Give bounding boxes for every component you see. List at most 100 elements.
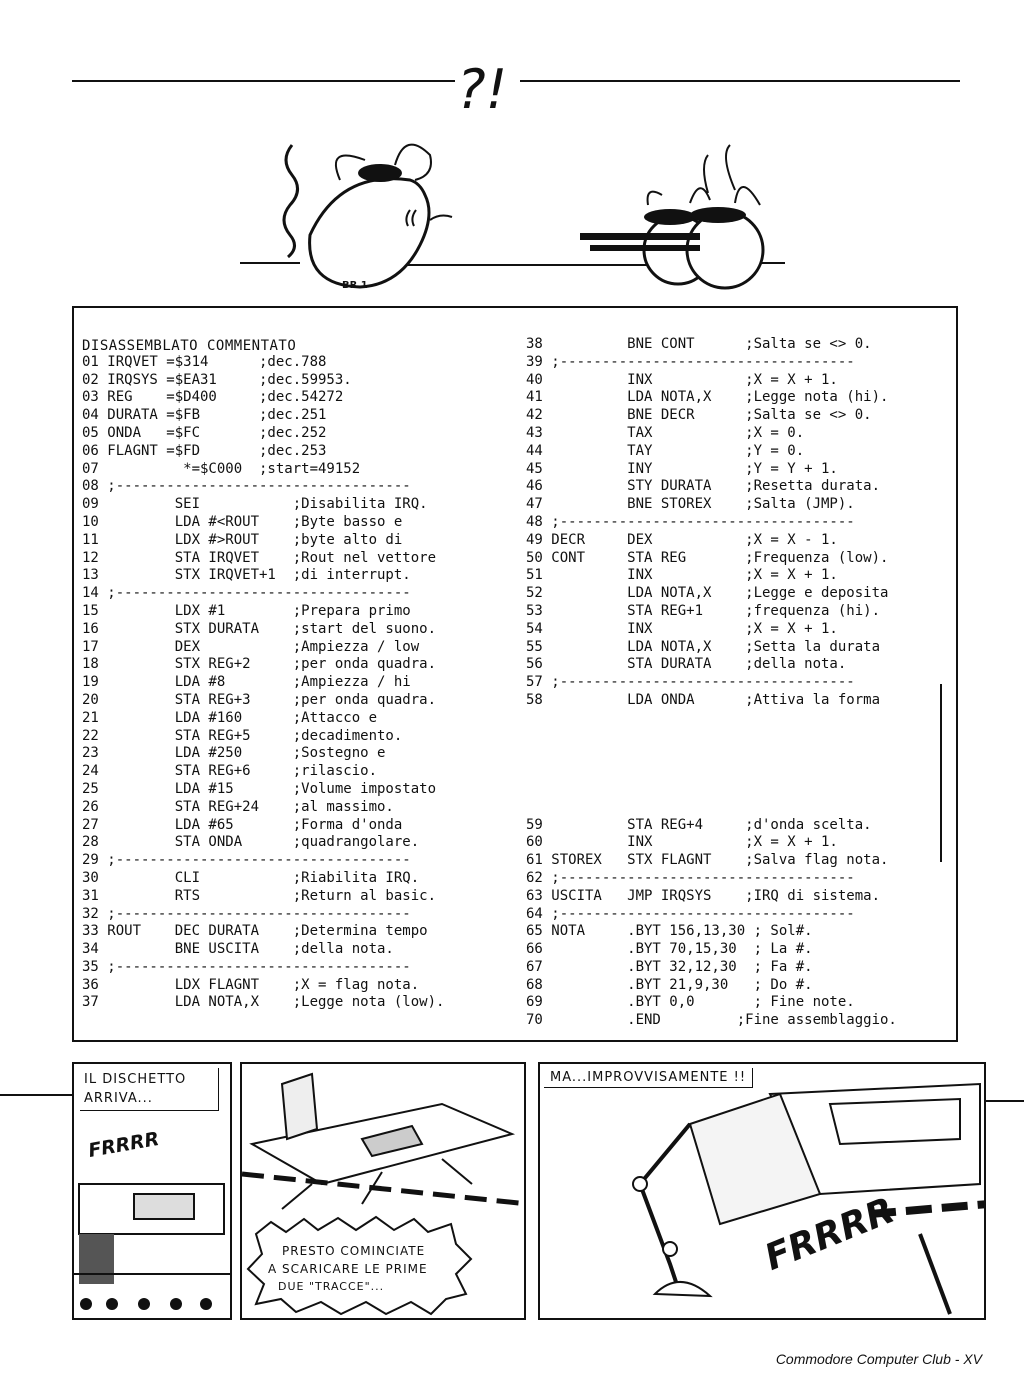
disk-drive-arm-drawing bbox=[632, 1082, 984, 1315]
listing-line: 17 DEX ;Ampiezza / low bbox=[82, 638, 420, 655]
strip-rule-right bbox=[985, 1100, 1024, 1102]
floppy-ship-drawing bbox=[242, 1072, 524, 1210]
header-rule-right bbox=[520, 80, 960, 82]
page-footer: Commodore Computer Club - XV bbox=[775, 1351, 982, 1367]
listing-line: 47 BNE STOREX ;Salta (JMP). bbox=[526, 496, 855, 513]
header-signature: BR 1 bbox=[342, 280, 368, 291]
listing-line: 23 LDA #250 ;Sostegno e bbox=[82, 745, 386, 762]
listing-line: 40 INX ;X = X + 1. bbox=[526, 371, 838, 388]
listing-line bbox=[526, 763, 897, 781]
listing-line: 06 FLAGNT =$FD ;dec.253 bbox=[82, 442, 327, 459]
listing-line: 68 .BYT 21,9,30 ; Do #. bbox=[526, 976, 813, 993]
listing-line: 01 IRQVET =$314 ;dec.788 bbox=[82, 353, 327, 370]
listing-line: 45 INY ;Y = Y + 1. bbox=[526, 460, 838, 477]
listing-line: 16 STX DURATA ;start del suono. bbox=[82, 620, 437, 637]
listing-line: 20 STA REG+3 ;per onda quadra. bbox=[82, 691, 437, 708]
listing-line: 12 STA IRQVET ;Rout nel vettore bbox=[82, 549, 437, 566]
listing-line: 33 ROUT DEC DURATA ;Determina tempo bbox=[82, 923, 428, 940]
listing-line: 63 USCITA JMP IRQSYS ;IRQ di sistema. bbox=[526, 887, 881, 904]
listing-line: 52 LDA NOTA,X ;Legge e deposita bbox=[526, 585, 889, 602]
listing-line: 37 LDA NOTA,X ;Legge nota (low). bbox=[82, 994, 445, 1011]
balloon-line-2: A SCARICARE LE PRIME bbox=[268, 1262, 428, 1276]
listing-line: 43 TAX ;X = 0. bbox=[526, 424, 805, 441]
listing-line bbox=[526, 799, 897, 817]
listing-line bbox=[526, 781, 897, 799]
listing-line: 30 CLI ;Riabilita IRQ. bbox=[82, 869, 420, 886]
listing-line: 34 BNE USCITA ;della nota. bbox=[82, 941, 394, 958]
header-mark: ?! bbox=[457, 58, 508, 121]
listing-line: 18 STX REG+2 ;per onda quadra. bbox=[82, 656, 437, 673]
listing-line: 04 DURATA =$FB ;dec.251 bbox=[82, 407, 327, 424]
listing-line: 08 ;----------------------------------- bbox=[82, 478, 411, 495]
listing-line: 10 LDA #<ROUT ;Byte basso e bbox=[82, 513, 403, 530]
listing-line bbox=[526, 728, 897, 746]
listing-line: 60 INX ;X = X + 1. bbox=[526, 834, 838, 851]
listing-line: 03 REG =$D400 ;dec.54272 bbox=[82, 389, 344, 406]
listing-line: 61 STOREX STX FLAGNT ;Salva flag nota. bbox=[526, 852, 889, 869]
assembly-listing: DISASSEMBLATO COMMENTATO 01 IRQVET =$314… bbox=[72, 306, 958, 1042]
listing-line: 56 STA DURATA ;della nota. bbox=[526, 656, 847, 673]
panel1-caption: IL DISCHETTO ARRIVA... bbox=[80, 1068, 219, 1111]
strip-rule-left bbox=[0, 1094, 72, 1096]
listing-line: 28 STA ONDA ;quadrangolare. bbox=[82, 834, 420, 851]
listing-line: 32 ;----------------------------------- bbox=[82, 905, 411, 922]
listing-line: 36 LDX FLAGNT ;X = flag nota. bbox=[82, 976, 420, 993]
comic-panel-2: PRESTO COMINCIATE A SCARICARE LE PRIME D… bbox=[240, 1062, 526, 1320]
listing-line: 50 CONT STA REG ;Frequenza (low). bbox=[526, 549, 889, 566]
listing-line: 51 INX ;X = X + 1. bbox=[526, 567, 838, 584]
listing-line: 57 ;----------------------------------- bbox=[526, 674, 855, 691]
listing-line: 14 ;----------------------------------- bbox=[82, 585, 411, 602]
listing-line bbox=[526, 745, 897, 763]
balloon-line-1: PRESTO COMINCIATE bbox=[282, 1244, 426, 1258]
margin-bracket bbox=[940, 684, 942, 862]
listing-line: 59 STA REG+4 ;d'onda scelta. bbox=[526, 816, 872, 833]
listing-line: 29 ;----------------------------------- bbox=[82, 852, 411, 869]
listing-line: 64 ;----------------------------------- bbox=[526, 905, 855, 922]
listing-line: 42 BNE DECR ;Salta se <> 0. bbox=[526, 407, 872, 424]
listing-line: 53 STA REG+1 ;frequenza (hi). bbox=[526, 602, 881, 619]
listing-line: 70 .END ;Fine assemblaggio. bbox=[526, 1012, 897, 1029]
listing-line: 38 BNE CONT ;Salta se <> 0. bbox=[526, 336, 872, 352]
listing-line: 22 STA REG+5 ;decadimento. bbox=[82, 727, 403, 744]
listing-line: 27 LDA #65 ;Forma d'onda bbox=[82, 816, 403, 833]
listing-line: 49 DECR DEX ;X = X - 1. bbox=[526, 531, 838, 548]
listing-line: 13 STX IRQVET+1 ;di interrupt. bbox=[82, 567, 411, 584]
listing-line: 67 .BYT 32,12,30 ; Fa #. bbox=[526, 958, 813, 975]
listing-line bbox=[526, 710, 897, 728]
listing-line: 07 *=$C000 ;start=49152 bbox=[82, 460, 361, 477]
listing-line: 21 LDA #160 ;Attacco e bbox=[82, 709, 378, 726]
listing-line: 65 NOTA .BYT 156,13,30 ; Sol#. bbox=[526, 923, 813, 940]
listing-line: 15 LDX #1 ;Prepara primo bbox=[82, 602, 411, 619]
listing-line: 58 LDA ONDA ;Attiva la forma bbox=[526, 691, 881, 708]
listing-line: 02 IRQSYS =$EA31 ;dec.59953. bbox=[82, 371, 352, 388]
listing-column-right: 38 BNE CONT ;Salta se <> 0.39 ;---------… bbox=[526, 336, 897, 1030]
listing-line: 54 INX ;X = X + 1. bbox=[526, 620, 838, 637]
listing-line: 24 STA REG+6 ;rilascio. bbox=[82, 763, 378, 780]
speech-balloon bbox=[246, 1215, 473, 1316]
listing-line: 19 LDA #8 ;Ampiezza / hi bbox=[82, 674, 411, 691]
listing-line: 05 ONDA =$FC ;dec.252 bbox=[82, 424, 327, 441]
listing-line: 55 LDA NOTA,X ;Setta la durata bbox=[526, 638, 881, 655]
balloon-line-3: DUE "TRACCE"... bbox=[278, 1280, 385, 1293]
listing-line: 66 .BYT 70,15,30 ; La #. bbox=[526, 941, 813, 958]
listing-title: DISASSEMBLATO COMMENTATO bbox=[82, 338, 297, 354]
listing-line: 35 ;----------------------------------- bbox=[82, 958, 411, 975]
listing-line: 25 LDA #15 ;Volume impostato bbox=[82, 780, 437, 797]
panel3-caption: MA...IMPROVVISAMENTE !! bbox=[544, 1068, 754, 1088]
listing-line: 26 STA REG+24 ;al massimo. bbox=[82, 798, 394, 815]
comic-panel-1: IL DISCHETTO ARRIVA... FRRRR bbox=[72, 1062, 232, 1320]
listing-line: 39 ;----------------------------------- bbox=[526, 353, 855, 370]
listing-line: 46 STY DURATA ;Resetta durata. bbox=[526, 478, 881, 495]
comic-panel-3: MA...IMPROVVISAMENTE !! FRRRR bbox=[538, 1062, 986, 1320]
listing-line: 62 ;----------------------------------- bbox=[526, 869, 855, 886]
listing-line: 31 RTS ;Return al basic. bbox=[82, 887, 437, 904]
listing-line: 48 ;----------------------------------- bbox=[526, 513, 855, 530]
listing-line: 41 LDA NOTA,X ;Legge nota (hi). bbox=[526, 389, 889, 406]
header-cartoon: BR 1 bbox=[240, 143, 785, 291]
listing-line: 11 LDX #>ROUT ;byte alto di bbox=[82, 531, 403, 548]
listing-line: 69 .BYT 0,0 ; Fine note. bbox=[526, 994, 855, 1011]
listing-line bbox=[82, 336, 444, 354]
listing-line: 09 SEI ;Disabilita IRQ. bbox=[82, 496, 428, 513]
panel1-sfx: FRRRR bbox=[86, 1127, 161, 1163]
